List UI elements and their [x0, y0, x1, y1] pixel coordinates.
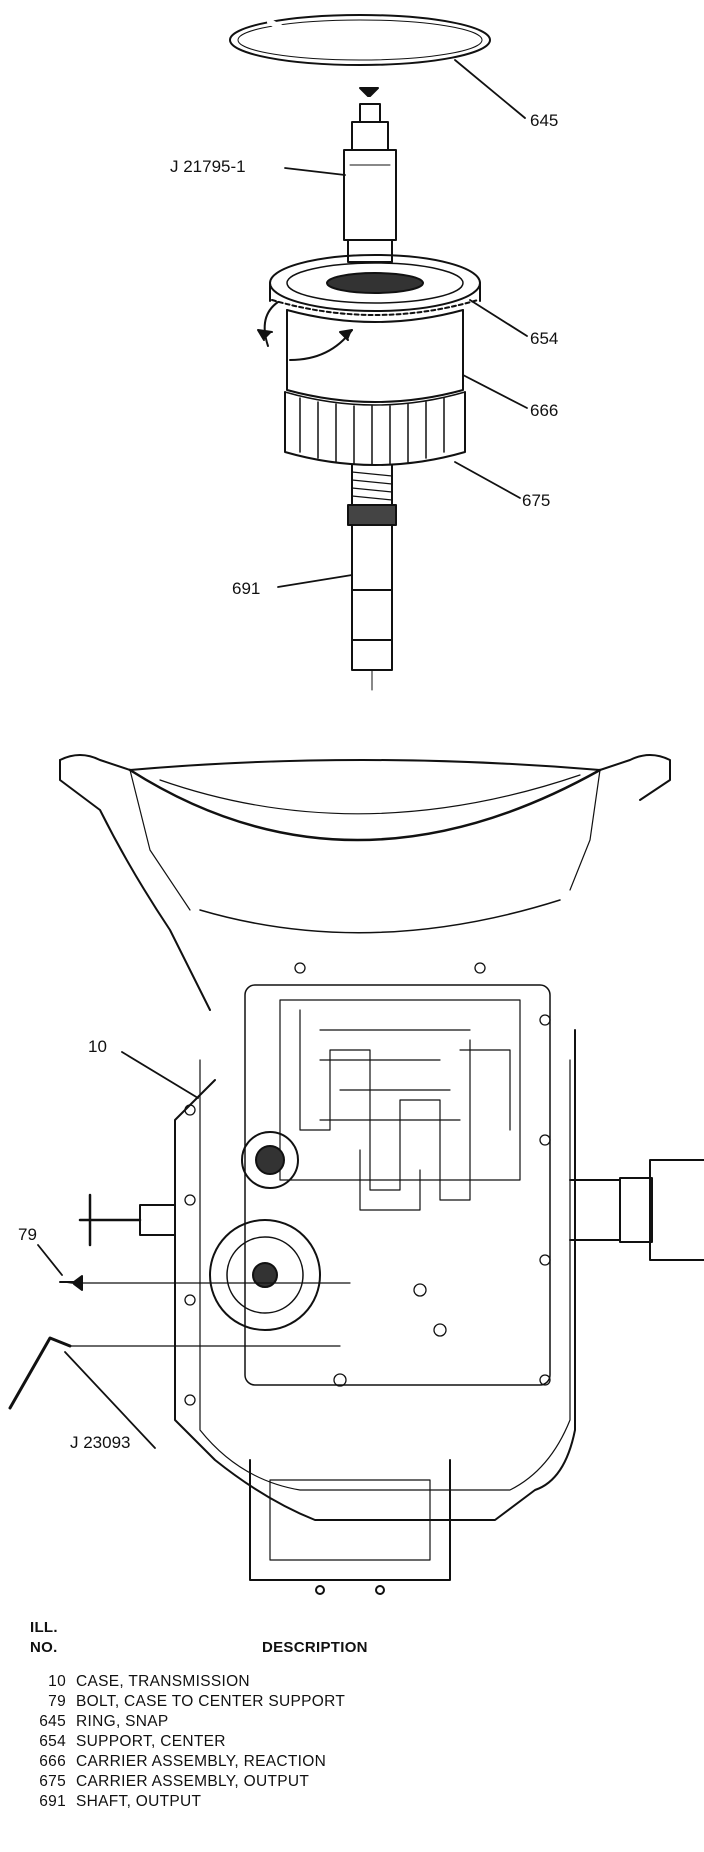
callout-666: 666: [530, 401, 558, 420]
callout-675: 675: [522, 491, 550, 510]
leader-lines: [37, 59, 528, 1449]
legend-row: 691 SHAFT, OUTPUT: [30, 1792, 590, 1812]
legend-rows: 10 CASE, TRANSMISSION 79 BOLT, CASE TO C…: [30, 1672, 590, 1812]
exploded-diagram: 645 J 21795-1 654 666 675 691 10 79 J 23…: [8, 14, 704, 1595]
callout-654: 654: [530, 329, 558, 348]
legend-row: 645 RING, SNAP: [30, 1712, 590, 1732]
callout-j23093: J 23093: [70, 1433, 131, 1452]
legend-description: RING, SNAP: [76, 1713, 169, 1730]
legend-description: CASE, TRANSMISSION: [76, 1673, 250, 1690]
legend-row: 675 CARRIER ASSEMBLY, OUTPUT: [30, 1772, 590, 1792]
legend-number: 654: [39, 1733, 66, 1750]
legend-description: SUPPORT, CENTER: [76, 1733, 226, 1750]
legend-number: 675: [39, 1773, 66, 1790]
description-header: DESCRIPTION: [262, 1639, 368, 1656]
legend-number: 10: [48, 1673, 66, 1690]
legend-row: 666 CARRIER ASSEMBLY, REACTION: [30, 1752, 590, 1772]
tool-j23093: [8, 1336, 341, 1410]
legend-row: 79 BOLT, CASE TO CENTER SUPPORT: [30, 1692, 590, 1712]
no-label: NO.: [30, 1639, 58, 1656]
legend-number: 79: [48, 1693, 66, 1710]
bolt-79: [59, 1275, 351, 1291]
legend-row: 10 CASE, TRANSMISSION: [30, 1672, 590, 1692]
legend-number: 691: [39, 1793, 66, 1810]
output-shaft-691: [347, 464, 397, 691]
legend-header: ILL. NO. DESCRIPTION: [30, 1618, 590, 1658]
legend-ill-no-header: ILL. NO.: [30, 1618, 58, 1658]
tool-j21795: [343, 87, 397, 263]
callout-691: 691: [232, 579, 260, 598]
legend-row: 654 SUPPORT, CENTER: [30, 1732, 590, 1752]
legend-description: SHAFT, OUTPUT: [76, 1793, 202, 1810]
legend-description: CARRIER ASSEMBLY, OUTPUT: [76, 1773, 310, 1790]
snap-ring-645: [229, 14, 491, 66]
parts-legend: ILL. NO. DESCRIPTION 10 CASE, TRANSMISSI…: [30, 1618, 590, 1812]
callout-j21795: J 21795-1: [170, 157, 246, 176]
legend-number: 645: [39, 1713, 66, 1730]
center-support-654: [269, 254, 481, 316]
ill-label: ILL.: [30, 1619, 58, 1636]
legend-description: CARRIER ASSEMBLY, REACTION: [76, 1753, 327, 1770]
callout-645: 645: [530, 111, 558, 130]
callout-79: 79: [18, 1225, 37, 1244]
output-carrier-675: [284, 391, 466, 466]
legend-number: 666: [39, 1753, 66, 1770]
callout-10: 10: [88, 1037, 107, 1056]
transmission-case-10: [59, 754, 704, 1595]
reaction-carrier-666: [257, 301, 464, 403]
legend-description: BOLT, CASE TO CENTER SUPPORT: [76, 1693, 346, 1710]
